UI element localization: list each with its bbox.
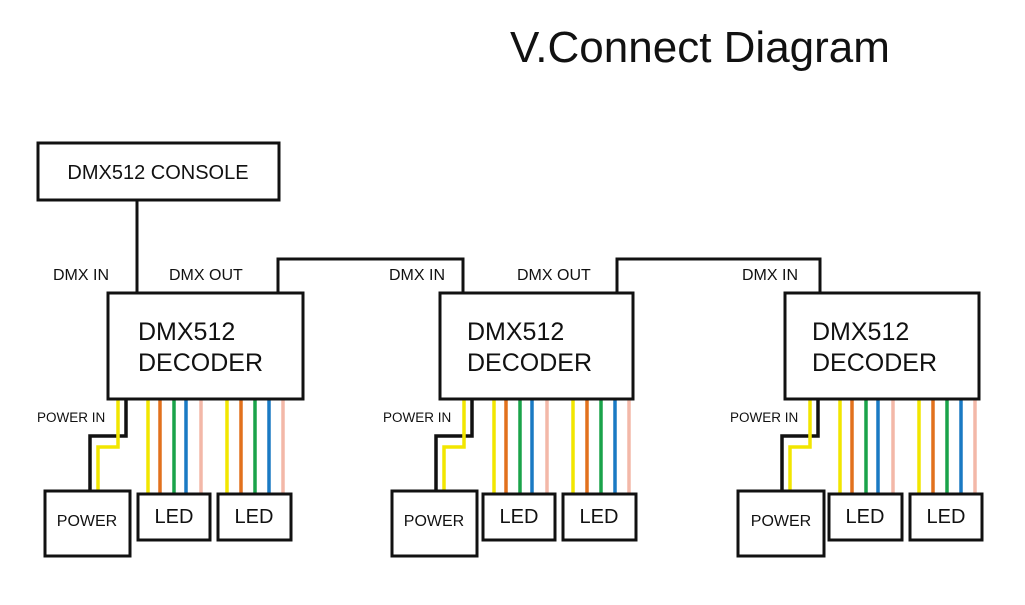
power-in-label-2: POWER IN — [383, 410, 451, 425]
power-wire-black — [434, 399, 474, 490]
power-label-2: POWER — [404, 513, 464, 530]
power-label-1: POWER — [57, 513, 117, 530]
decoder-1-wires — [88, 399, 285, 494]
decoder-unit-3: DMX512 DECODER POWER IN POWER LED LED — [730, 291, 984, 558]
decoder-unit-1: DMX512 DECODER POWER IN POWER LED LED — [37, 291, 305, 558]
decoder-1-to-decoder-2-line — [276, 257, 465, 293]
decoder-unit-2: DMX512 DECODER POWER IN POWER LED LED — [383, 291, 638, 558]
power-label-3: POWER — [751, 513, 811, 530]
dmx-in-label-3: DMX IN — [742, 267, 798, 284]
led-label-2b: LED — [580, 506, 619, 528]
power-box-2 — [390, 489, 479, 558]
power-wire-black — [88, 399, 128, 490]
decoder-3-label-line2: DECODER — [812, 349, 937, 377]
led-box-1b — [216, 492, 293, 542]
dmx-chain-lines — [135, 200, 822, 293]
dmx-out-label-2: DMX OUT — [517, 267, 591, 284]
decoder-1-label-line2: DECODER — [138, 349, 263, 377]
dmx512-console-box — [36, 141, 281, 202]
power-wire-yellow — [96, 399, 120, 490]
decoder-3-wires — [780, 399, 977, 494]
led-label-3b: LED — [927, 506, 966, 528]
led-label-1b: LED — [235, 506, 274, 528]
dmx-in-label-2: DMX IN — [389, 267, 445, 284]
power-wire-yellow — [442, 399, 466, 490]
console-label: DMX512 CONSOLE — [67, 162, 248, 184]
power-wire-black — [780, 399, 820, 490]
decoder-1-label-line1: DMX512 — [138, 318, 235, 346]
decoder-3-box — [783, 291, 981, 401]
power-in-label-3: POWER IN — [730, 410, 798, 425]
decoder-2-wires — [434, 399, 631, 494]
led-label-3a: LED — [846, 506, 885, 528]
led-box-1a — [136, 492, 212, 542]
decoder-2-box — [438, 291, 635, 401]
decoder-2-label-line2: DECODER — [467, 349, 592, 377]
power-wire-yellow — [788, 399, 812, 490]
decoder-2-to-decoder-3-line — [615, 257, 822, 293]
dmx-in-label-1: DMX IN — [53, 267, 109, 284]
power-box-1 — [43, 489, 132, 558]
led-label-1a: LED — [155, 506, 194, 528]
diagram-title: V.Connect Diagram — [510, 23, 890, 72]
decoder-2-label-line1: DMX512 — [467, 318, 564, 346]
decoder-1-box — [106, 291, 305, 401]
power-box-3 — [736, 489, 826, 558]
led-label-2a: LED — [500, 506, 539, 528]
decoder-3-label-line1: DMX512 — [812, 318, 909, 346]
led-box-3b — [908, 492, 984, 542]
dmx-out-label-1: DMX OUT — [169, 267, 243, 284]
led-box-3a — [827, 492, 904, 542]
power-in-label-1: POWER IN — [37, 410, 105, 425]
led-box-2b — [561, 492, 638, 542]
led-box-2a — [481, 492, 557, 542]
